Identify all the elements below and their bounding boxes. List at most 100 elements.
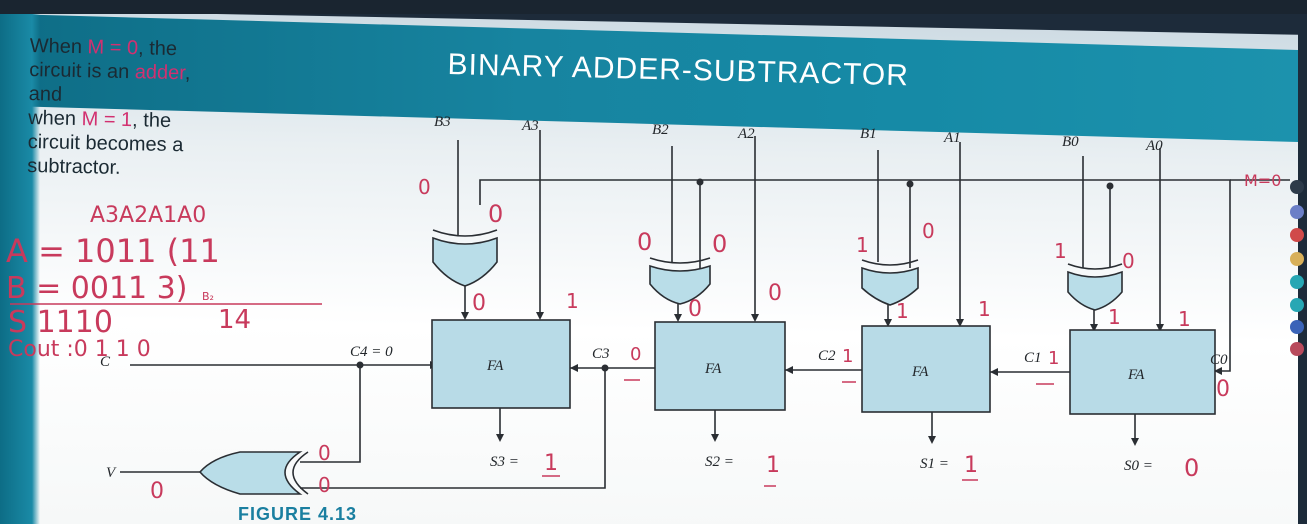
ink-value: 0 (1122, 249, 1135, 273)
xor-back-curve (861, 259, 919, 266)
arrow-head (536, 312, 544, 320)
ink-s-sum: 14 (218, 305, 251, 335)
input-label: B3 (434, 114, 451, 130)
ink-value: 0 (630, 344, 641, 365)
side-button-icon[interactable] (1290, 342, 1304, 356)
side-button-icon[interactable] (1290, 205, 1304, 219)
ink-m-value: M=0 (1244, 171, 1281, 190)
ink-header: A3A2A1A0 (90, 203, 206, 228)
fa-label: FA (486, 358, 504, 374)
ink-value: 0 (488, 200, 503, 228)
input-label: B0 (1062, 134, 1079, 150)
xor-gate-overflow (198, 451, 303, 495)
ink-value: 1 (566, 289, 579, 313)
side-button-icon[interactable] (1290, 252, 1304, 266)
ink-value: 1 (978, 297, 991, 321)
xor-back-curve (649, 257, 711, 264)
top-edge (0, 0, 1307, 14)
input-label: A1 (943, 130, 961, 146)
arrow-head (1131, 438, 1139, 446)
sum-label: S2 = (705, 454, 734, 470)
arrow-head (1214, 367, 1222, 375)
junction-dot (601, 364, 609, 372)
sum-label: S1 = (920, 456, 949, 472)
ink-value: 0 (318, 441, 331, 465)
ink-value: 0 (637, 228, 652, 256)
fa-label: FA (1127, 367, 1145, 383)
ink-value: 1 (766, 453, 780, 478)
full-adder-2 (654, 321, 786, 411)
ink-value: 1 (1108, 305, 1121, 329)
arrow-head (956, 319, 964, 327)
arrow-head (674, 314, 682, 322)
ink-b-row: B = 0011 3) (6, 271, 187, 306)
junction-dot (906, 180, 914, 188)
arrow-head (496, 434, 504, 442)
arrow-head (785, 366, 793, 374)
side-button-icon[interactable] (1290, 275, 1304, 289)
xor-back-curve (1067, 263, 1123, 270)
ink-value: 0 (768, 281, 782, 306)
ink-value: 1 (856, 233, 869, 257)
handwritten-annotations: M=0 A3A2A1A0 A = 1011 (11 B = 0011 3) B₂… (6, 171, 1281, 504)
arrow-head (1156, 324, 1164, 332)
side-button-icon[interactable] (1290, 298, 1304, 312)
carry-label: C1 (1024, 350, 1042, 366)
full-adder-0 (1069, 329, 1216, 415)
ink-value: 1 (964, 453, 978, 478)
full-adder-1 (861, 325, 991, 413)
c3-to-xor (300, 368, 606, 489)
ink-value: 0 (472, 291, 486, 316)
fa-label: FA (704, 361, 722, 377)
junction-dot (696, 178, 704, 186)
input-label: A3 (521, 118, 539, 134)
xor-gate-1 (861, 266, 919, 306)
xor-gate-2 (649, 264, 711, 305)
xor-back-curve (432, 229, 498, 237)
ink-value: 0 (150, 479, 164, 504)
v-label: V (106, 465, 117, 481)
ink-value: 1 (544, 451, 558, 476)
carry-label: C0 (1210, 352, 1228, 368)
arrow-head (884, 319, 892, 327)
carry-label: C2 (818, 348, 836, 364)
ink-value: 0 (922, 219, 935, 243)
ink-value: 1 (1054, 239, 1067, 263)
ink-value: 0 (1216, 377, 1230, 402)
sum-label: S0 = (1124, 458, 1153, 474)
input-label: B2 (652, 122, 669, 138)
ink-value: 1 (1178, 307, 1191, 331)
sum-label: S3 = (490, 454, 519, 470)
side-button-icon[interactable] (1290, 180, 1304, 194)
figure-caption: FIGURE 4.13 (238, 504, 358, 524)
ink-value: 0 (712, 230, 727, 258)
fa-label: FA (911, 364, 929, 380)
ink-s-row: S 1110 (8, 305, 113, 340)
side-button-icon[interactable] (1290, 228, 1304, 242)
carry-label: C4 = 0 (350, 344, 393, 360)
left-circuit-decoration (0, 0, 40, 524)
arrow-head (711, 434, 719, 442)
arrow-head (928, 436, 936, 444)
carry-label: C3 (592, 346, 610, 362)
xor-gate-3 (432, 236, 498, 287)
side-button-icon[interactable] (1290, 320, 1304, 334)
arrow-head (990, 368, 998, 376)
junction-dot (356, 361, 364, 369)
arrow-head (751, 314, 759, 322)
arrow-head (461, 312, 469, 320)
ink-value: 1 (1048, 348, 1059, 369)
arrow-head (570, 364, 578, 372)
ink-cout-row: Cout :0 1 1 0 (8, 337, 151, 362)
xor-back-curve (292, 451, 309, 495)
arrow-head (1090, 324, 1098, 332)
input-label: B1 (860, 126, 877, 142)
input-label: A0 (1145, 138, 1163, 154)
full-adder-3 (431, 319, 571, 409)
ink-a-row: A = 1011 (11 (6, 232, 220, 270)
ink-value: 0 (318, 473, 331, 497)
c4-to-xor (300, 365, 361, 463)
ink-value: 0 (1184, 454, 1199, 482)
